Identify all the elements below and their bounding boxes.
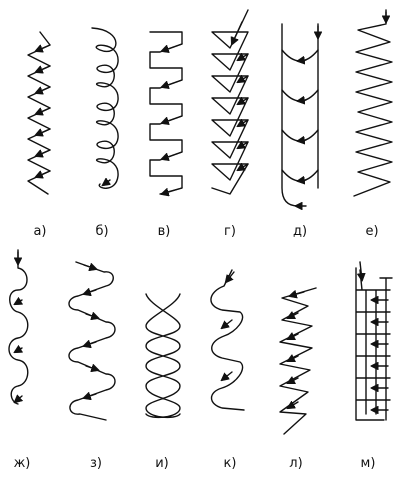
pattern-e bbox=[353, 9, 393, 197]
caption-e: е) bbox=[365, 224, 379, 239]
pattern-e-zigzag bbox=[353, 9, 393, 197]
caption-m: м) bbox=[360, 456, 376, 471]
pattern-k bbox=[210, 269, 245, 411]
pattern-b-arrow bbox=[103, 180, 110, 185]
pattern-v-arrows bbox=[162, 43, 183, 194]
pattern-m bbox=[355, 261, 393, 421]
pattern-k-arrows bbox=[222, 271, 235, 380]
caption-l: л) bbox=[289, 456, 303, 471]
caption-z: з) bbox=[90, 456, 102, 471]
pattern-a-arrows bbox=[36, 44, 51, 177]
pattern-v bbox=[149, 31, 183, 195]
pattern-z-arrows bbox=[84, 265, 98, 398]
caption-g: г) bbox=[224, 224, 236, 239]
pattern-v-meander bbox=[149, 31, 183, 195]
pattern-l-zigzag bbox=[279, 287, 317, 435]
pattern-z bbox=[68, 261, 116, 421]
pattern-d bbox=[281, 23, 319, 207]
caption-i: и) bbox=[155, 456, 169, 471]
pattern-a bbox=[27, 31, 51, 195]
pattern-zh bbox=[8, 249, 29, 405]
caption-v: в) bbox=[157, 224, 171, 239]
pattern-d-arrows bbox=[296, 25, 318, 206]
caption-zh: ж) bbox=[13, 456, 31, 471]
pattern-zh-arrows bbox=[15, 251, 22, 402]
pattern-i-chain bbox=[145, 293, 181, 419]
pattern-b-loops bbox=[91, 27, 119, 189]
pattern-i bbox=[145, 293, 181, 419]
caption-d: д) bbox=[292, 224, 308, 239]
caption-k: к) bbox=[223, 456, 237, 471]
pattern-k-serpentine bbox=[210, 269, 245, 411]
caption-b: б) bbox=[95, 224, 109, 239]
pattern-g-arrows bbox=[232, 21, 249, 170]
pattern-g-triangles bbox=[211, 9, 249, 195]
caption-a: а) bbox=[33, 224, 47, 239]
pattern-zh-loops bbox=[8, 249, 29, 405]
pattern-l bbox=[279, 287, 317, 435]
pattern-d-left-rail bbox=[281, 23, 299, 207]
pattern-b bbox=[91, 27, 119, 189]
pattern-m-arrows bbox=[360, 261, 389, 410]
pattern-z-chain bbox=[68, 261, 116, 421]
pattern-g bbox=[211, 9, 249, 195]
pattern-l-arrows bbox=[288, 292, 305, 408]
pattern-d-curves bbox=[281, 49, 319, 182]
